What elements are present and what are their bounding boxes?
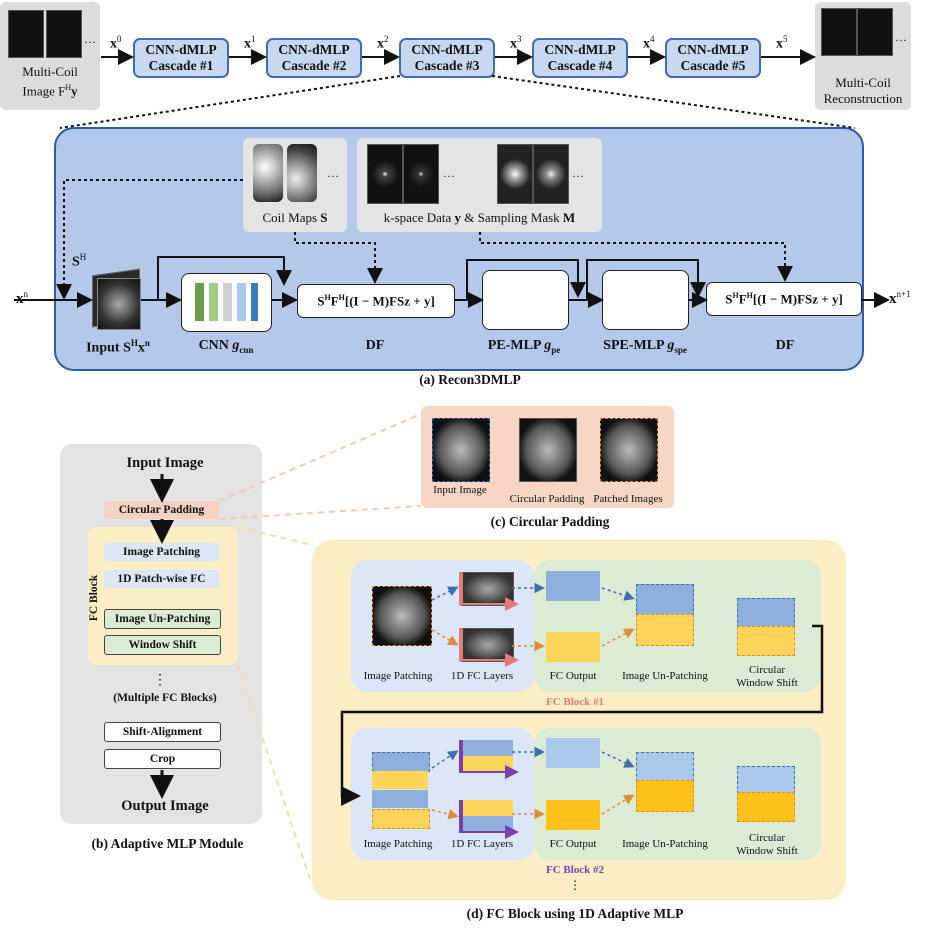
b-shift-alignment: Shift-Alignment — [104, 722, 221, 742]
d2-unpatch-yellow — [636, 780, 694, 812]
d2-unpatch-blue — [636, 752, 694, 782]
spe-mlp-label: SPE-MLP gspe — [603, 338, 687, 355]
d1-fc-layers-label: 1D FC Layers — [450, 670, 514, 682]
d2-shift-blue — [737, 766, 795, 794]
d1-shift-yellow — [737, 626, 795, 656]
sh-label: SH — [72, 252, 87, 270]
input-label: Multi-Coil Image FHy — [22, 64, 78, 99]
fc-block1-label: FC Block #1 — [545, 696, 605, 708]
d2-fc-layers-label: 1D FC Layers — [450, 838, 514, 850]
xn1-label: xn+1 — [889, 289, 911, 307]
df-label-2: DF — [775, 338, 795, 353]
d1-fc-layer-top — [460, 572, 514, 606]
c-input-image — [432, 418, 490, 482]
d2-shift-yellow — [737, 792, 795, 822]
coil-map-image — [287, 144, 317, 202]
multi-coil-input-image: … Multi-Coil Image FHy — [0, 2, 100, 110]
d2-patching-label: Image Patching — [363, 838, 433, 850]
d2-patch-yellow — [372, 771, 428, 789]
cnn-label: CNN gcnn — [198, 338, 254, 355]
d1-fc-output-label: FC Output — [549, 670, 597, 682]
d1-unpatch-label: Image Un-Patching — [622, 670, 708, 682]
d2-fc-layer-bottom-yellow — [460, 800, 513, 816]
d-dots: ⋮ — [569, 878, 581, 892]
d2-patch-blue-2 — [372, 790, 428, 808]
coil-maps-label: Coil Maps S — [262, 210, 328, 225]
d1-unpatch-yellow — [636, 614, 694, 646]
c-circular-image — [519, 418, 577, 482]
d1-shift-blue — [737, 598, 795, 628]
d2-fc-output-label: FC Output — [549, 838, 597, 850]
kspace-mask-box: … … k-space Data y & Sampling Mask M — [357, 138, 602, 232]
d2-fc-layer-top-yellow — [460, 756, 513, 772]
b-image-unpatching: Image Un-Patching — [104, 609, 221, 629]
b-1d-patch-fc: 1D Patch-wise FC — [104, 570, 219, 588]
d1-unpatch-blue — [636, 584, 694, 616]
caption-b: (b) Adaptive MLP Module — [91, 836, 244, 851]
c-patched-image — [600, 418, 658, 482]
b-crop: Crop — [104, 749, 221, 769]
c-input-label: Input Image — [433, 484, 487, 496]
input-label: Input SHxn — [86, 338, 150, 356]
d2-unpatch-label: Image Un-Patching — [622, 838, 708, 850]
b-output-image: Output Image — [121, 798, 209, 814]
input-volume-image — [97, 278, 141, 330]
mask-image — [497, 144, 533, 204]
caption-d: (d) FC Block using 1D Adaptive MLP — [466, 906, 684, 921]
kspace-image — [367, 144, 403, 204]
c-patched-label: Patched Images — [593, 493, 663, 505]
b-dots: ⋮ — [153, 673, 167, 688]
d1-fc-layer-bottom — [460, 628, 514, 662]
x4-label: x4 — [643, 34, 655, 52]
b-window-shift: Window Shift — [104, 635, 221, 655]
df-label-1: DF — [365, 338, 385, 353]
d1-fc-output-blue — [546, 571, 600, 601]
df-box-1: SHFH[(I − M)FSz + y] — [297, 284, 455, 318]
pe-mlp-box — [482, 270, 569, 330]
d2-fc-output-blue — [546, 738, 600, 768]
pe-mlp-label: PE-MLP gpe — [487, 338, 561, 355]
d1-fc-output-yellow — [546, 632, 600, 662]
d1-patching-label: Image Patching — [363, 670, 433, 682]
x0-label: x0 — [110, 34, 122, 52]
d2-fc-layer-top-blue — [460, 740, 513, 756]
caption-c: (c) Circular Padding — [490, 514, 610, 529]
d1-patch-image — [372, 586, 432, 646]
mask-image — [533, 144, 569, 204]
d2-patch-blue — [372, 752, 430, 772]
x1-label: x1 — [244, 34, 256, 52]
b-input-image: Input Image — [126, 455, 204, 471]
c-circ-label: Circular Padding — [509, 493, 585, 505]
x5-label: x5 — [776, 34, 788, 52]
b-circular-padding: Circular Padding — [104, 501, 219, 519]
b-image-patching: Image Patching — [104, 543, 219, 561]
d2-fc-output-yellow — [546, 800, 600, 830]
kspace-mask-label: k-space Data y & Sampling Mask M — [383, 210, 576, 225]
xn-label: xn — [16, 289, 28, 307]
df-box-2: SHFH[(I − M)FSz + y] — [706, 282, 862, 316]
x3-label: x3 — [510, 34, 522, 52]
fc-block2-label: FC Block #2 — [545, 864, 605, 876]
cnn-box — [181, 273, 272, 332]
b-multiple: (Multiple FC Blocks) — [113, 692, 217, 704]
spe-mlp-box — [602, 270, 689, 330]
x2-label: x2 — [377, 34, 389, 52]
caption-a: (a) Recon3DMLP — [419, 372, 521, 387]
fc-block-label: FC Block — [88, 574, 100, 622]
d2-fc-layer-bottom-blue — [460, 816, 513, 832]
coil-map-image — [253, 144, 283, 202]
kspace-image — [403, 144, 439, 204]
coil-maps-box: … Coil Maps S — [243, 138, 347, 232]
d2-patch-yellow-2 — [372, 809, 430, 829]
